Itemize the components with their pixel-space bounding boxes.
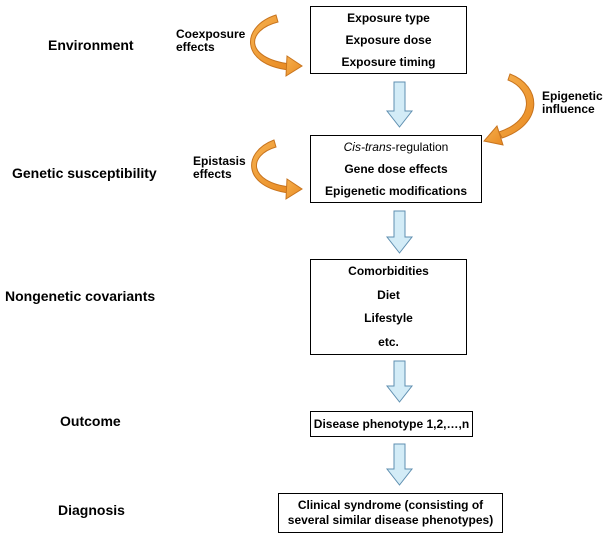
environment-box: Exposure type Exposure dose Exposure tim… xyxy=(310,6,467,74)
gene-dose-effects-item: Gene dose effects xyxy=(344,161,448,176)
coexposure-curved-arrow-icon xyxy=(250,14,303,77)
stage-label-environment: Environment xyxy=(48,37,134,53)
stage-label-diagnosis: Diagnosis xyxy=(58,502,125,518)
cis-trans-regulation-item: Cis-trans-regulation xyxy=(344,140,449,155)
epigenetic-influence-curved-arrow-icon xyxy=(483,73,535,146)
diet-item: Diet xyxy=(377,287,400,302)
regulation-text: -regulation xyxy=(391,139,449,154)
diagnosis-box: Clinical syndrome (consisting of several… xyxy=(278,493,503,533)
epistasis-effects-label: Epistasis effects xyxy=(193,155,246,181)
etc-item: etc. xyxy=(378,334,399,349)
diagnosis-line-1: Clinical syndrome (consisting of xyxy=(297,498,484,512)
influence-line: influence xyxy=(542,102,595,116)
stage-label-nongenetic-covariants: Nongenetic covariants xyxy=(5,288,156,304)
outcome-box: Disease phenotype 1,2,…,n xyxy=(310,411,473,437)
exposure-dose-item: Exposure dose xyxy=(345,32,432,47)
down-arrow-3-icon xyxy=(385,360,414,403)
epigenetic-influence-label: Epigenetic influence xyxy=(542,90,603,116)
exposure-type-item: Exposure type xyxy=(347,10,430,25)
disease-phenotype-item: Disease phenotype 1,2,…,n xyxy=(313,416,470,431)
coexposure-effects-label: Coexposure effects xyxy=(176,28,245,54)
epigenetic-line: Epigenetic xyxy=(542,89,603,103)
epistasis-curved-arrow-icon xyxy=(251,139,303,200)
diagnosis-line-2: several similar disease phenotypes) xyxy=(287,513,494,527)
cis-trans-italic-text: Cis-trans xyxy=(343,139,392,154)
lifestyle-item: Lifestyle xyxy=(364,311,413,326)
nongenetic-covariants-box: Comorbidities Diet Lifestyle etc. xyxy=(310,259,467,355)
down-arrow-2-icon xyxy=(385,210,414,254)
epistasis-line: Epistasis xyxy=(193,154,246,168)
epigenetic-modifications-item: Epigenetic modifications xyxy=(324,183,468,198)
coexposure-effects-line: effects xyxy=(176,40,215,54)
down-arrow-4-icon xyxy=(385,443,414,486)
coexposure-line: Coexposure xyxy=(176,27,246,41)
stage-label-outcome: Outcome xyxy=(60,413,121,429)
stage-label-genetic-susceptibility: Genetic susceptibility xyxy=(12,165,157,181)
comorbidities-item: Comorbidities xyxy=(348,264,429,279)
genetic-susceptibility-box: Cis-trans-regulation Gene dose effects E… xyxy=(310,135,482,203)
epistasis-effects-line: effects xyxy=(193,167,232,181)
exposure-timing-item: Exposure timing xyxy=(341,54,436,69)
down-arrow-1-icon xyxy=(385,81,414,128)
